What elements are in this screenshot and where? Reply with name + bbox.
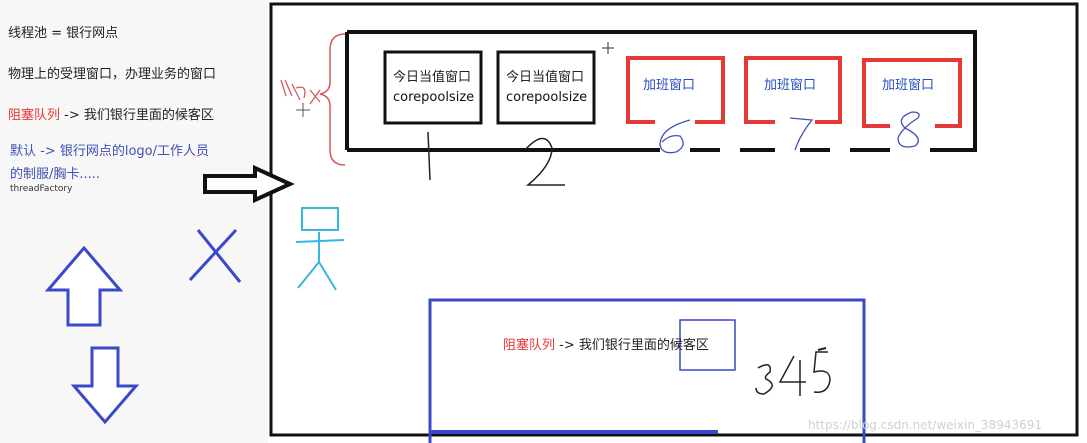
overtime-window-6 [626,56,725,124]
note-thread-factory: threadFactory [10,184,73,194]
arrow-right-icon [203,164,295,204]
note-line-1: 线程池 = 银行网点 [8,26,119,41]
counter-area-border [347,30,977,152]
note-line-3: 阻塞队列 -> 我们银行里面的候客区 [8,104,214,123]
hand-num-7 [789,117,814,151]
waiting-area-highlight [679,319,736,371]
max-handwriting [280,79,321,105]
max-brace [319,33,346,166]
reject-x-icon [188,228,242,283]
overtime-window-8-title: 加班窗口 [882,78,935,93]
queue-blocking-queue: 阻塞队列 [503,338,556,353]
waiting-area-box [428,298,866,443]
note-line-4b: 的制服/胸卡..... [10,167,101,182]
core-window-1 [383,50,483,125]
customer-figure [301,207,339,231]
crosshair-icon [602,42,614,54]
overtime-window-6-title: 加班窗口 [643,78,696,93]
overtime-window-7-title: 加班窗口 [764,78,817,93]
overtime-window-8 [862,58,962,128]
hand-num-345 [755,364,773,395]
core-window-2-sub: corepoolsize [506,90,588,105]
core-window-1-sub: corepoolsize [393,90,475,105]
arrow-down-icon [70,346,140,425]
hand-num-8 [897,111,920,148]
core-window-2-title: 今日当值窗口 [506,70,585,85]
note-waiting-area: -> 我们银行里面的候客区 [60,108,214,123]
note-blocking-queue: 阻塞队列 [8,108,61,123]
bank-frame [269,2,1079,437]
queue-waiting-area: -> 我们银行里面的候客区 [555,338,709,353]
note-line-2: 物理上的受理窗口，办理业务的窗口 [8,67,217,82]
core-window-2 [496,50,596,125]
notes-panel [0,0,268,443]
overtime-window-7 [744,56,842,124]
hand-num-2 [524,137,565,186]
waiting-area-label: 阻塞队列 -> 我们银行里面的候客区 [503,334,709,353]
watermark: https://blog.csdn.net/weixin_38943691 [808,418,1043,432]
core-window-1-title: 今日当值窗口 [393,70,472,85]
note-line-4a: 默认 -> 银行网点的logo/工作人员 [10,144,209,159]
arrow-up-icon [44,245,124,327]
hand-num-6 [659,119,691,154]
hand-num-1 [427,131,431,181]
